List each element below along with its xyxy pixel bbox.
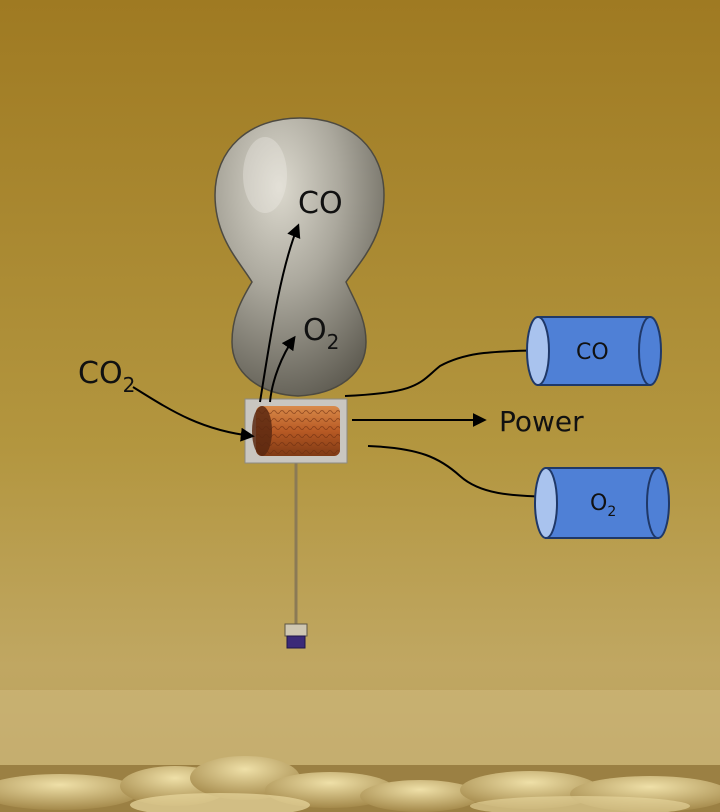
cloud-layer [0, 756, 720, 812]
o2-tank [534, 467, 670, 539]
converter-texture [256, 406, 340, 456]
arrow-o2-up [269, 335, 296, 403]
co-tank-label: CO [576, 340, 609, 365]
power-label: Power [499, 405, 584, 438]
converter-end [252, 406, 272, 456]
balloon [214, 117, 385, 397]
balloon-co-label: CO [298, 186, 343, 221]
arrow-co-up [259, 223, 301, 403]
arrow-to-o2-tank [367, 445, 555, 504]
balloon-o2-label: O2 [303, 313, 339, 354]
input-co2-label: CO2 [78, 356, 135, 397]
o2-tank-label: O2 [590, 491, 616, 520]
arrow-to-co-tank [344, 343, 543, 397]
arrow-co2-in [132, 386, 255, 442]
gondola [284, 623, 308, 649]
haze-band [0, 690, 720, 770]
balloon-highlight [243, 137, 287, 213]
co-tank [526, 316, 662, 386]
